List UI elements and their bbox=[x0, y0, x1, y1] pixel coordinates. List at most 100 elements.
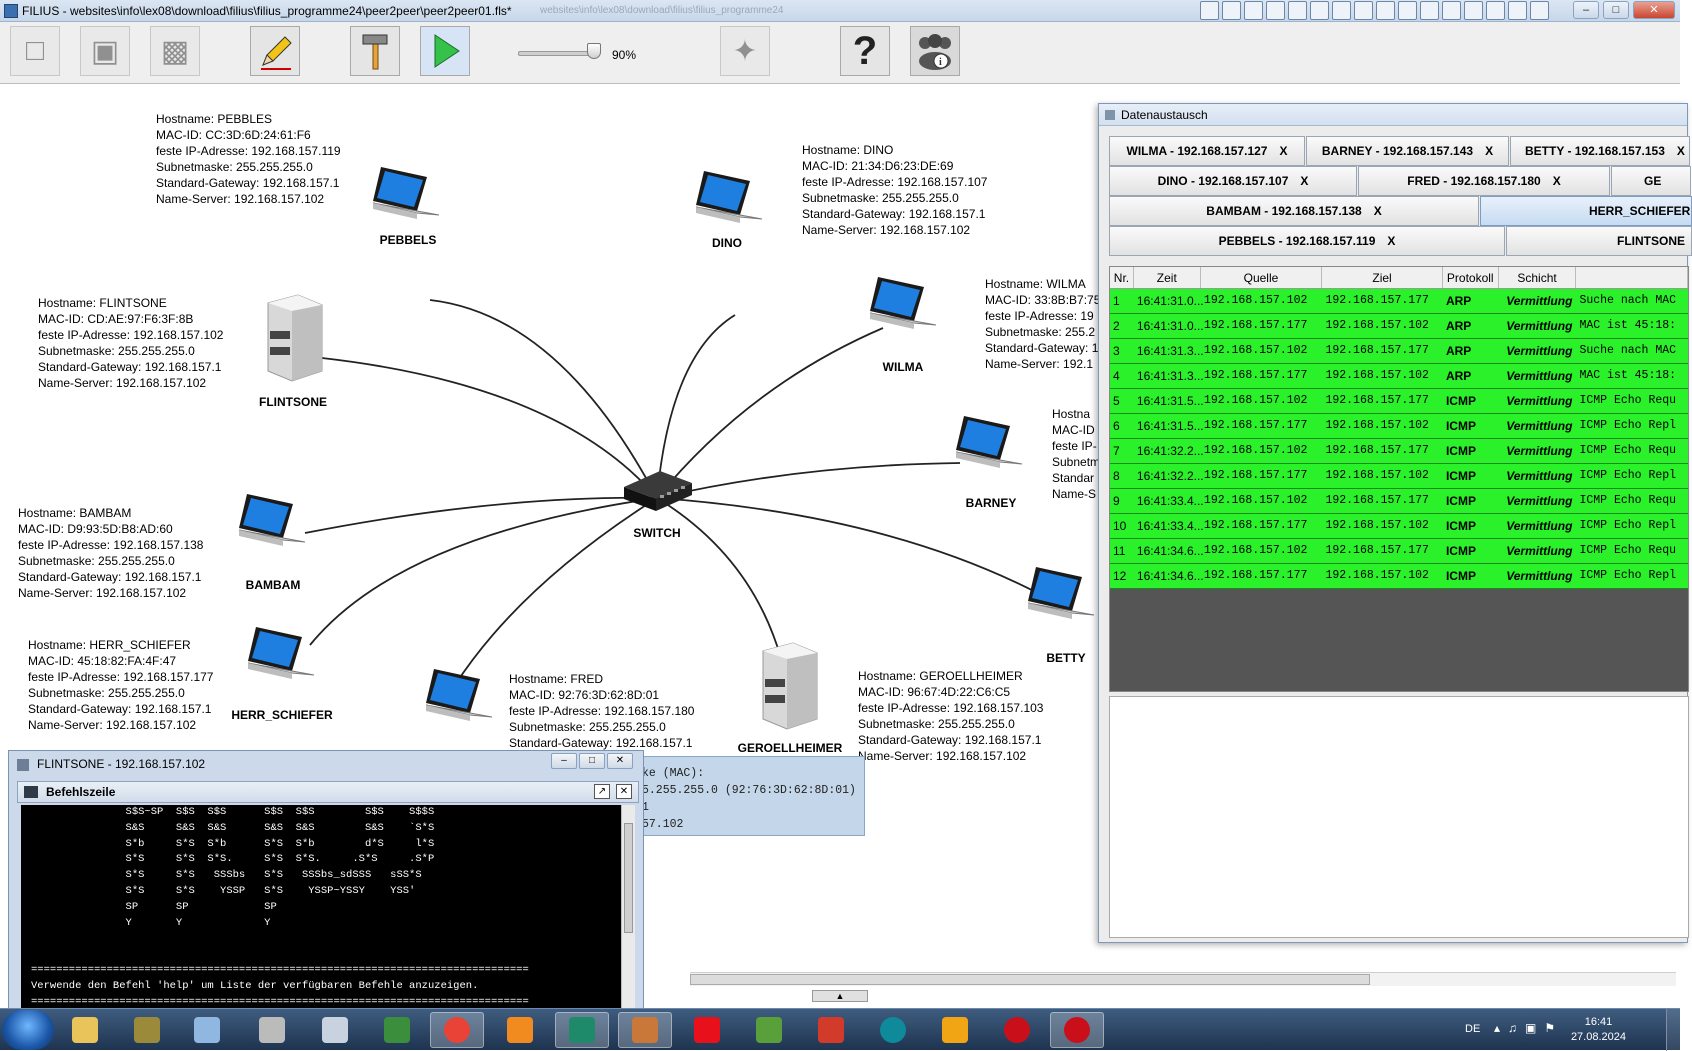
cable-wilma[interactable] bbox=[656, 327, 884, 499]
new-file-button[interactable]: □ bbox=[10, 26, 60, 76]
server-icon[interactable] bbox=[753, 641, 823, 731]
input-language[interactable]: DE bbox=[1465, 1023, 1481, 1035]
taskbar-explorer[interactable] bbox=[58, 1012, 112, 1048]
tab-close-icon[interactable]: X bbox=[1300, 174, 1309, 188]
terminal-scrollbar[interactable] bbox=[621, 805, 635, 1011]
speed-slider-track[interactable] bbox=[518, 51, 598, 56]
quick-icon[interactable] bbox=[1244, 1, 1263, 20]
laptop-icon[interactable] bbox=[950, 412, 1030, 480]
taskbar-app[interactable] bbox=[804, 1012, 858, 1048]
laptop-icon[interactable] bbox=[242, 623, 322, 691]
taskbar-app[interactable] bbox=[370, 1012, 424, 1048]
tab-close-icon[interactable]: X bbox=[1279, 144, 1288, 158]
network-icon[interactable]: ▣ bbox=[1525, 1021, 1537, 1035]
quick-icon[interactable] bbox=[1266, 1, 1285, 20]
taskbar-app[interactable] bbox=[742, 1012, 796, 1048]
help-button[interactable]: ? bbox=[840, 26, 890, 76]
design-mode-button[interactable] bbox=[250, 26, 300, 76]
flag-icon[interactable]: ⚑ bbox=[1544, 1021, 1556, 1035]
column-header-nr[interactable]: Nr. bbox=[1110, 267, 1134, 288]
tray-expand-icon[interactable]: ▴ bbox=[1494, 1021, 1501, 1035]
datenaustausch-titlebar[interactable]: Datenaustausch bbox=[1099, 104, 1687, 126]
volume-icon[interactable]: ♫ bbox=[1508, 1021, 1518, 1035]
column-header-schicht[interactable]: Schicht bbox=[1499, 267, 1577, 288]
cable-pebbles[interactable] bbox=[429, 299, 658, 499]
taskbar-app[interactable] bbox=[180, 1012, 234, 1048]
server-icon[interactable] bbox=[258, 293, 328, 383]
minimize-button[interactable]: – bbox=[551, 753, 577, 769]
maximize-button[interactable]: □ bbox=[579, 753, 605, 769]
close-button[interactable]: ✕ bbox=[1633, 1, 1675, 19]
open-file-button[interactable]: ▣ bbox=[80, 26, 130, 76]
tab-close-icon[interactable]: X bbox=[1676, 144, 1685, 158]
quick-icon[interactable] bbox=[1332, 1, 1351, 20]
flintsone-titlebar[interactable]: FLINTSONE - 192.168.157.102 – □ ✕ bbox=[9, 751, 643, 777]
cable-bambam[interactable] bbox=[304, 496, 658, 534]
taskbar-arduino[interactable] bbox=[866, 1012, 920, 1048]
quick-icon[interactable] bbox=[1486, 1, 1505, 20]
quick-icon[interactable] bbox=[1508, 1, 1527, 20]
taskbar-app[interactable] bbox=[493, 1012, 547, 1048]
canvas-horizontal-scrollbar[interactable] bbox=[690, 972, 1676, 986]
cable-herr-schiefer[interactable] bbox=[309, 497, 658, 646]
cable-fred[interactable] bbox=[454, 497, 658, 686]
quick-icon[interactable] bbox=[1530, 1, 1549, 20]
close-button[interactable]: ✕ bbox=[607, 753, 633, 769]
simulation-mode-button[interactable] bbox=[420, 26, 470, 76]
tab-flintsone[interactable]: FLINTSONE bbox=[1506, 226, 1692, 256]
quick-icon[interactable] bbox=[1222, 1, 1241, 20]
build-button[interactable] bbox=[350, 26, 400, 76]
tab-herr-schiefer[interactable]: HERR_SCHIEFER bbox=[1480, 196, 1692, 226]
quick-icon[interactable] bbox=[1310, 1, 1329, 20]
cable-betty[interactable] bbox=[656, 497, 1061, 606]
laptop-icon[interactable] bbox=[864, 273, 944, 341]
column-header-protokoll[interactable]: Protokoll bbox=[1443, 267, 1499, 288]
quick-icon[interactable] bbox=[1288, 1, 1307, 20]
quick-icon[interactable] bbox=[1376, 1, 1395, 20]
about-button[interactable]: i bbox=[910, 26, 960, 76]
tab-close-icon[interactable]: X bbox=[1485, 144, 1494, 158]
minimize-button[interactable]: – bbox=[1573, 1, 1599, 19]
laptop-icon[interactable] bbox=[233, 490, 313, 558]
show-desktop-button[interactable] bbox=[1666, 1009, 1680, 1051]
quick-icon[interactable] bbox=[1354, 1, 1373, 20]
quick-icon[interactable] bbox=[1200, 1, 1219, 20]
scrollbar-thumb[interactable] bbox=[690, 974, 1370, 985]
taskbar-clock[interactable]: 16:41 27.08.2024 bbox=[1571, 1015, 1626, 1045]
cable-barney[interactable] bbox=[656, 462, 961, 499]
laptop-icon[interactable] bbox=[690, 167, 770, 235]
taskbar-app[interactable] bbox=[928, 1012, 982, 1048]
scrollbar-thumb[interactable] bbox=[624, 823, 633, 933]
quick-icon[interactable] bbox=[1442, 1, 1461, 20]
cable-geroellheimer[interactable] bbox=[656, 497, 781, 656]
taskbar-app[interactable] bbox=[120, 1012, 174, 1048]
taskbar-app[interactable] bbox=[990, 1012, 1044, 1048]
taskbar-app[interactable] bbox=[245, 1012, 299, 1048]
maximize-button[interactable]: □ bbox=[1603, 1, 1629, 19]
taskbar-app[interactable] bbox=[308, 1012, 362, 1048]
taskbar-app[interactable] bbox=[1050, 1012, 1104, 1048]
quick-icon[interactable] bbox=[1420, 1, 1439, 20]
column-header-quelle[interactable]: Quelle bbox=[1201, 267, 1323, 288]
column-header-info[interactable] bbox=[1576, 267, 1688, 288]
quick-icon[interactable] bbox=[1464, 1, 1483, 20]
close-icon[interactable]: ✕ bbox=[616, 784, 632, 799]
speed-slider-knob[interactable] bbox=[587, 43, 601, 59]
